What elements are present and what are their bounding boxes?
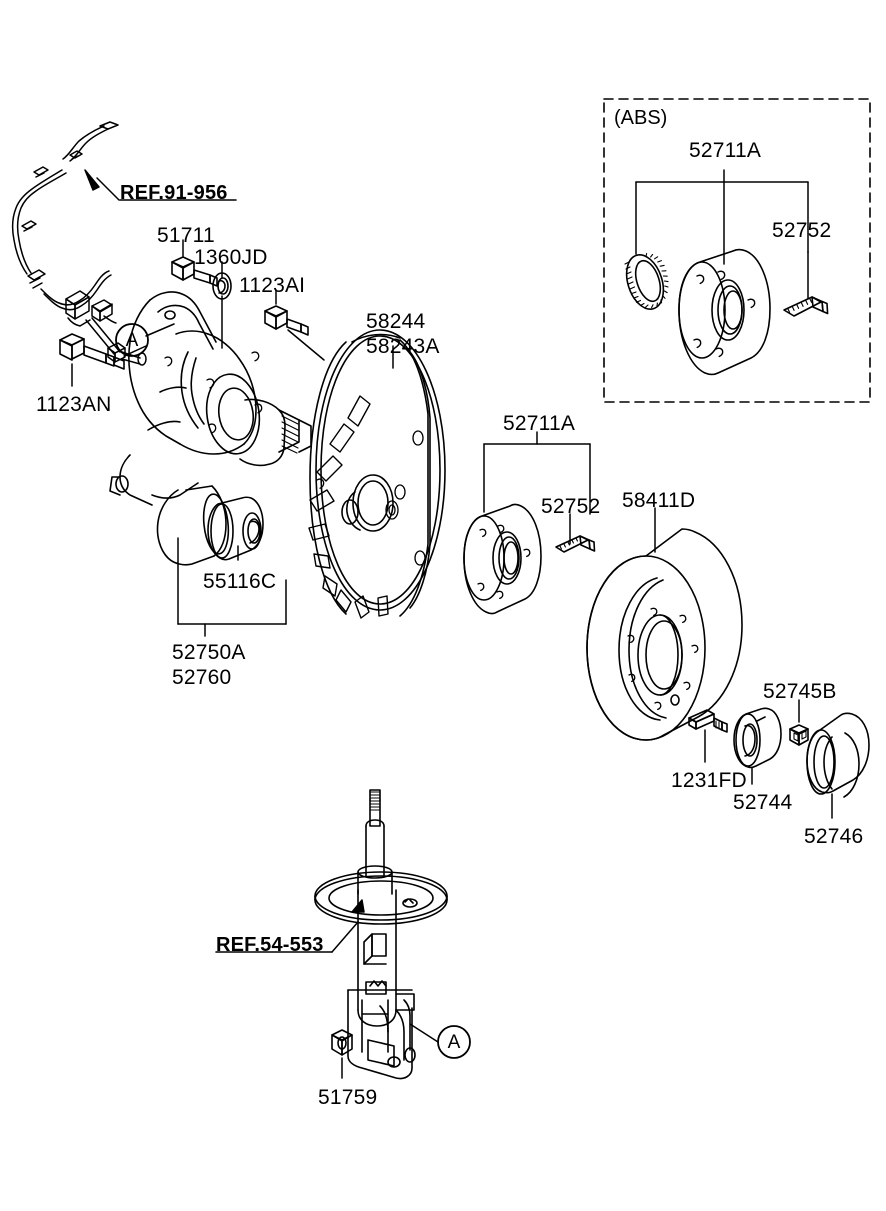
disc-screw-icon <box>688 709 728 733</box>
part-label-caliper-bolt-upper: 1123AI <box>239 274 306 297</box>
strut-assembly-icon <box>314 789 448 1080</box>
brake-splash-shield-icon <box>308 329 446 619</box>
part-label-brake-hose-clip: 1360JD <box>194 246 268 269</box>
leader-lines <box>71 169 833 1079</box>
caliper-bolt-upper-icon <box>264 305 309 336</box>
reference-label-strut: REF.54-553 <box>216 934 324 956</box>
part-label-disc-screw: 1231FD <box>671 769 747 792</box>
abs-inset-leader-lines <box>635 169 809 299</box>
hub-cap-icon <box>806 712 870 798</box>
part-label-wheel-bolt: 52752 <box>541 495 601 518</box>
reference-marker-a-strut: A <box>447 1032 461 1053</box>
part-label-knuckle-bolt: 51711 <box>157 224 215 247</box>
abs-wheel-hub-icon <box>678 248 771 376</box>
part-label-lower-arm-bushing: 55116C <box>203 570 277 593</box>
abs-wheel-bolt-icon <box>783 296 829 317</box>
part-label-abs-wheel-bolt: 52752 <box>772 219 832 242</box>
lower-arm-bushing-icon <box>207 496 264 561</box>
part-label-hub-washer: 52744 <box>733 791 793 814</box>
wheel-hub-icon <box>463 503 542 615</box>
part-label-abs-tone-ring: 52711A <box>689 139 762 162</box>
part-label-knuckle-rh: 52750A <box>172 641 246 664</box>
strut-nut-icon <box>331 1029 353 1056</box>
part-label-knuckle-lh: 52760 <box>172 666 232 689</box>
part-label-splash-shield-rh: 58244 <box>366 310 426 333</box>
abs-tone-ring-icon <box>624 253 669 310</box>
part-label-splash-shield-lh: 58243A <box>366 335 440 358</box>
wheel-bolt-icon <box>555 535 596 553</box>
brake-hose-clip-icon <box>212 272 232 300</box>
abs-inset-caption: (ABS) <box>614 107 668 129</box>
hub-nut-icon <box>789 724 809 746</box>
reference-label-brake-hose: REF.91-956 <box>120 182 228 204</box>
caliper-bolt-lower-icon <box>59 333 125 370</box>
part-label-strut-nut: 51759 <box>318 1086 378 1109</box>
brake-hose-assembly-icon <box>11 121 147 366</box>
reference-marker-a-knuckle: A <box>125 330 139 351</box>
part-label-brake-disc: 58411D <box>622 489 696 512</box>
part-label-wheel-hub: 52711A <box>503 412 576 435</box>
steering-knuckle-icon <box>109 291 312 566</box>
hub-washer-icon <box>733 707 782 769</box>
part-label-hub-cap: 52746 <box>804 825 864 848</box>
brake-disc-icon <box>586 528 743 741</box>
part-label-caliper-bolt-lower: 1123AN <box>36 393 112 416</box>
reference-circle-a-shapes <box>115 323 471 1059</box>
part-label-hub-nut: 52745B <box>763 680 837 703</box>
